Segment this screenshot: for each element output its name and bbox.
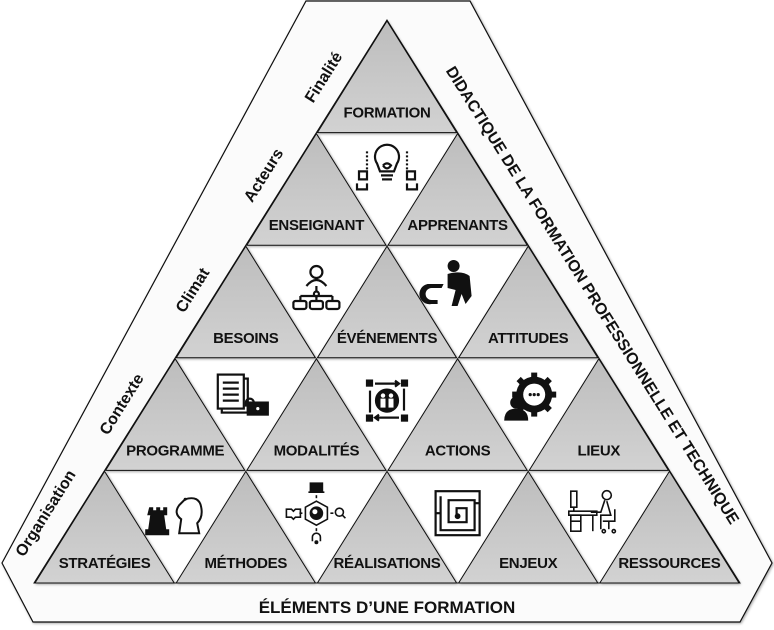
cell-actions (387, 357, 529, 471)
cell-evenements (316, 245, 458, 359)
maze-icon (434, 490, 481, 537)
learning-hub-icon (285, 482, 346, 545)
cell-label: RÉALISATIONS (334, 555, 441, 572)
cell-label: ENSEIGNANT (269, 217, 364, 234)
cell-label: ÉVÉNEMENTS (337, 330, 438, 347)
cell-besoins (175, 245, 317, 359)
cell-label: FORMATION (343, 105, 430, 122)
cell-label: LIEUX (577, 442, 620, 459)
desk-worker-icon (567, 489, 617, 534)
cell-realisations (316, 470, 458, 584)
cell-programme (104, 357, 246, 471)
cell-label: ENJEUX (499, 555, 558, 572)
cell-attitudes (457, 245, 599, 359)
cell-label: MODALITÉS (274, 442, 360, 459)
cell-strategies (34, 470, 176, 584)
cell-enseignant (245, 132, 387, 246)
gear-chat-icon (504, 372, 557, 421)
cell-methodes (175, 470, 317, 584)
bottom-title: ÉLÉMENTS D’UNE FORMATION (259, 598, 516, 617)
group-frame-icon (365, 379, 409, 422)
cell-modalites (245, 357, 387, 471)
document-lock-icon (216, 373, 269, 416)
cell-label: RESSOURCES (618, 555, 720, 572)
cell-lieux (528, 357, 670, 471)
cell-label: STRATÉGIES (59, 555, 151, 572)
teamwork-idea-icon (355, 143, 419, 191)
cell-label: APPRENANTS (407, 217, 508, 234)
cell-formation (316, 20, 458, 134)
cell-label: PROGRAMME (126, 442, 224, 459)
cell-label: ACTIONS (425, 442, 491, 459)
cell-label: BESOINS (213, 330, 279, 347)
cell-label: ATTITUDES (488, 330, 569, 347)
chess-icon (145, 497, 203, 536)
cell-apprenants (387, 132, 529, 246)
thinking-person-icon (419, 259, 472, 306)
cell-label: MÉTHODES (204, 555, 287, 572)
cell-ressources (598, 470, 740, 584)
cell-enjeux (457, 470, 599, 584)
org-chart-icon (292, 264, 341, 311)
